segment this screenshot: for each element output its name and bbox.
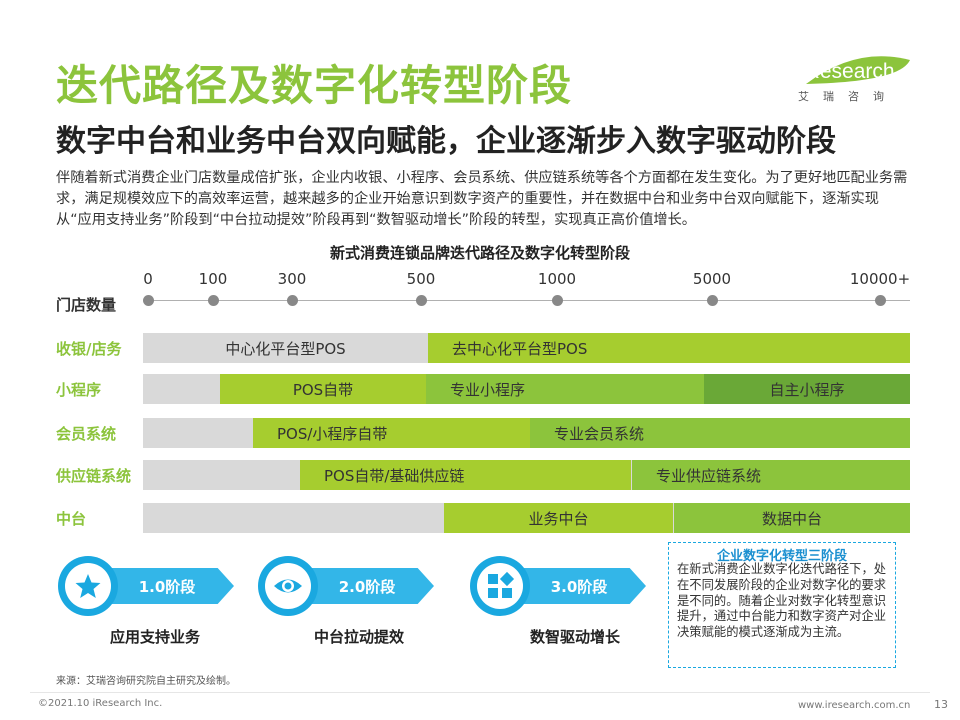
logo-subtext: 艾瑞咨询 xyxy=(798,90,898,103)
iresearch-logo: iResearch 艾瑞咨询 xyxy=(796,54,912,106)
store-count-label: 门店数量 xyxy=(56,296,117,314)
source-note: 来源：艾瑞咨询研究院自主研究及绘制。 xyxy=(56,676,236,687)
segment-label: 专业小程序 xyxy=(450,380,526,399)
stage-arrow xyxy=(510,568,646,604)
bar-segment: 数据中台 xyxy=(674,503,910,533)
tick-label: 1000 xyxy=(537,270,577,288)
stage-caption: 应用支持业务 xyxy=(110,628,201,646)
segment-label: POS/小程序自带 xyxy=(277,424,388,443)
bar-segment: 专业小程序 xyxy=(426,374,704,404)
star-icon xyxy=(65,563,111,609)
bar-segment: 去中心化平台型POS xyxy=(428,333,910,363)
bar-segment: 自主小程序 xyxy=(704,374,910,404)
bar-segment xyxy=(143,460,300,490)
bar-segment: POS自带 xyxy=(220,374,426,404)
segment-label: 业务中台 xyxy=(528,509,589,528)
stage-caption: 数智驱动增长 xyxy=(530,628,621,646)
segment-label: POS自带/基础供应链 xyxy=(324,466,465,485)
tick-label: 10000+ xyxy=(849,270,911,288)
store-count-axis xyxy=(148,300,910,301)
bar-segment: 中心化平台型POS xyxy=(143,333,428,363)
tick-dot xyxy=(552,295,563,306)
chart-title: 新式消费连锁品牌迭代路径及数字化转型阶段 xyxy=(329,244,630,262)
bar-segment: POS自带/基础供应链 xyxy=(300,460,631,490)
row-label: 中台 xyxy=(56,510,87,528)
bar-segment xyxy=(143,374,220,404)
row-label: 收银/店务 xyxy=(56,340,122,358)
tick-dot xyxy=(208,295,219,306)
footer-divider xyxy=(30,692,930,693)
tick-dot xyxy=(143,295,154,306)
segment-label: 中心化平台型POS xyxy=(225,339,346,358)
iteration-bar: POS自带/基础供应链 专业供应链系统 xyxy=(143,460,910,490)
stage-circle xyxy=(470,556,530,616)
iteration-bar: POS自带 专业小程序 自主小程序 xyxy=(143,374,910,404)
bar-segment: POS/小程序自带 xyxy=(253,418,531,448)
copyright: ©2021.10 iResearch Inc. xyxy=(38,698,163,709)
stage-badge: 3.0阶段 xyxy=(550,577,608,596)
logo-leaf-icon xyxy=(806,56,910,84)
tick-label: 100 xyxy=(198,270,228,288)
tick-label: 5000 xyxy=(692,270,732,288)
bar-segment xyxy=(143,418,253,448)
grid-icon xyxy=(477,563,523,609)
segment-label: 数据中台 xyxy=(761,509,822,528)
row-label: 小程序 xyxy=(56,381,102,399)
iteration-bar: 业务中台 数据中台 xyxy=(143,503,910,533)
segment-label: POS自带 xyxy=(292,380,354,399)
bar-segment: 专业供应链系统 xyxy=(632,460,910,490)
stage-note-box: 企业数字化转型三阶段 在新式消费企业数字化迭代路径下，处在不同发展阶段的企业对数… xyxy=(668,542,896,668)
stage-badge: 2.0阶段 xyxy=(338,577,396,596)
tick-label: 300 xyxy=(277,270,307,288)
logo-text: iResearch xyxy=(800,60,895,83)
stage-3: 3.0阶段数智驱动增长 xyxy=(470,556,660,646)
segment-label: 专业供应链系统 xyxy=(656,466,762,485)
stage-circle xyxy=(258,556,318,616)
segment-label: 专业会员系统 xyxy=(554,424,645,443)
note-body: 在新式消费企业数字化迭代路径下，处在不同发展阶段的企业对数字化的要求是不同的。随… xyxy=(677,562,887,640)
row-label: 供应链系统 xyxy=(56,467,132,485)
tick-dot xyxy=(707,295,718,306)
note-title: 企业数字化转型三阶段 xyxy=(716,549,847,564)
eye-icon xyxy=(265,563,311,609)
tick-label: 500 xyxy=(406,270,436,288)
page-number: 13 xyxy=(934,698,948,711)
tick-label: 0 xyxy=(143,270,153,288)
bar-segment: 业务中台 xyxy=(444,503,673,533)
tick-dot xyxy=(875,295,886,306)
row-label: 会员系统 xyxy=(56,425,117,443)
iteration-bar: POS/小程序自带 专业会员系统 xyxy=(143,418,910,448)
stage-arrow xyxy=(298,568,434,604)
website-link[interactable]: www.iresearch.com.cn xyxy=(798,700,911,711)
stage-1: 1.0阶段应用支持业务 xyxy=(58,556,248,646)
segment-label: 去中心化平台型POS xyxy=(452,339,588,358)
intro-paragraph: 伴随着新式消费企业门店数量成倍扩张，企业内收银、小程序、会员系统、供应链系统等各… xyxy=(56,170,908,228)
stage-badge: 1.0阶段 xyxy=(138,577,196,596)
stage-circle xyxy=(58,556,118,616)
tick-dot xyxy=(416,295,427,306)
bar-segment: 专业会员系统 xyxy=(530,418,910,448)
tick-dot xyxy=(287,295,298,306)
bar-segment xyxy=(143,503,444,533)
segment-label: 自主小程序 xyxy=(769,380,845,399)
iteration-bar: 中心化平台型POS 去中心化平台型POS xyxy=(143,333,910,363)
stage-arrow xyxy=(98,568,234,604)
page-subtitle: 数字中台和业务中台双向赋能，企业逐渐步入数字驱动阶段 xyxy=(56,124,836,159)
page-title: 迭代路径及数字化转型阶段 xyxy=(56,61,573,110)
stage-2: 2.0阶段中台拉动提效 xyxy=(258,556,448,646)
stage-caption: 中台拉动提效 xyxy=(314,628,405,646)
